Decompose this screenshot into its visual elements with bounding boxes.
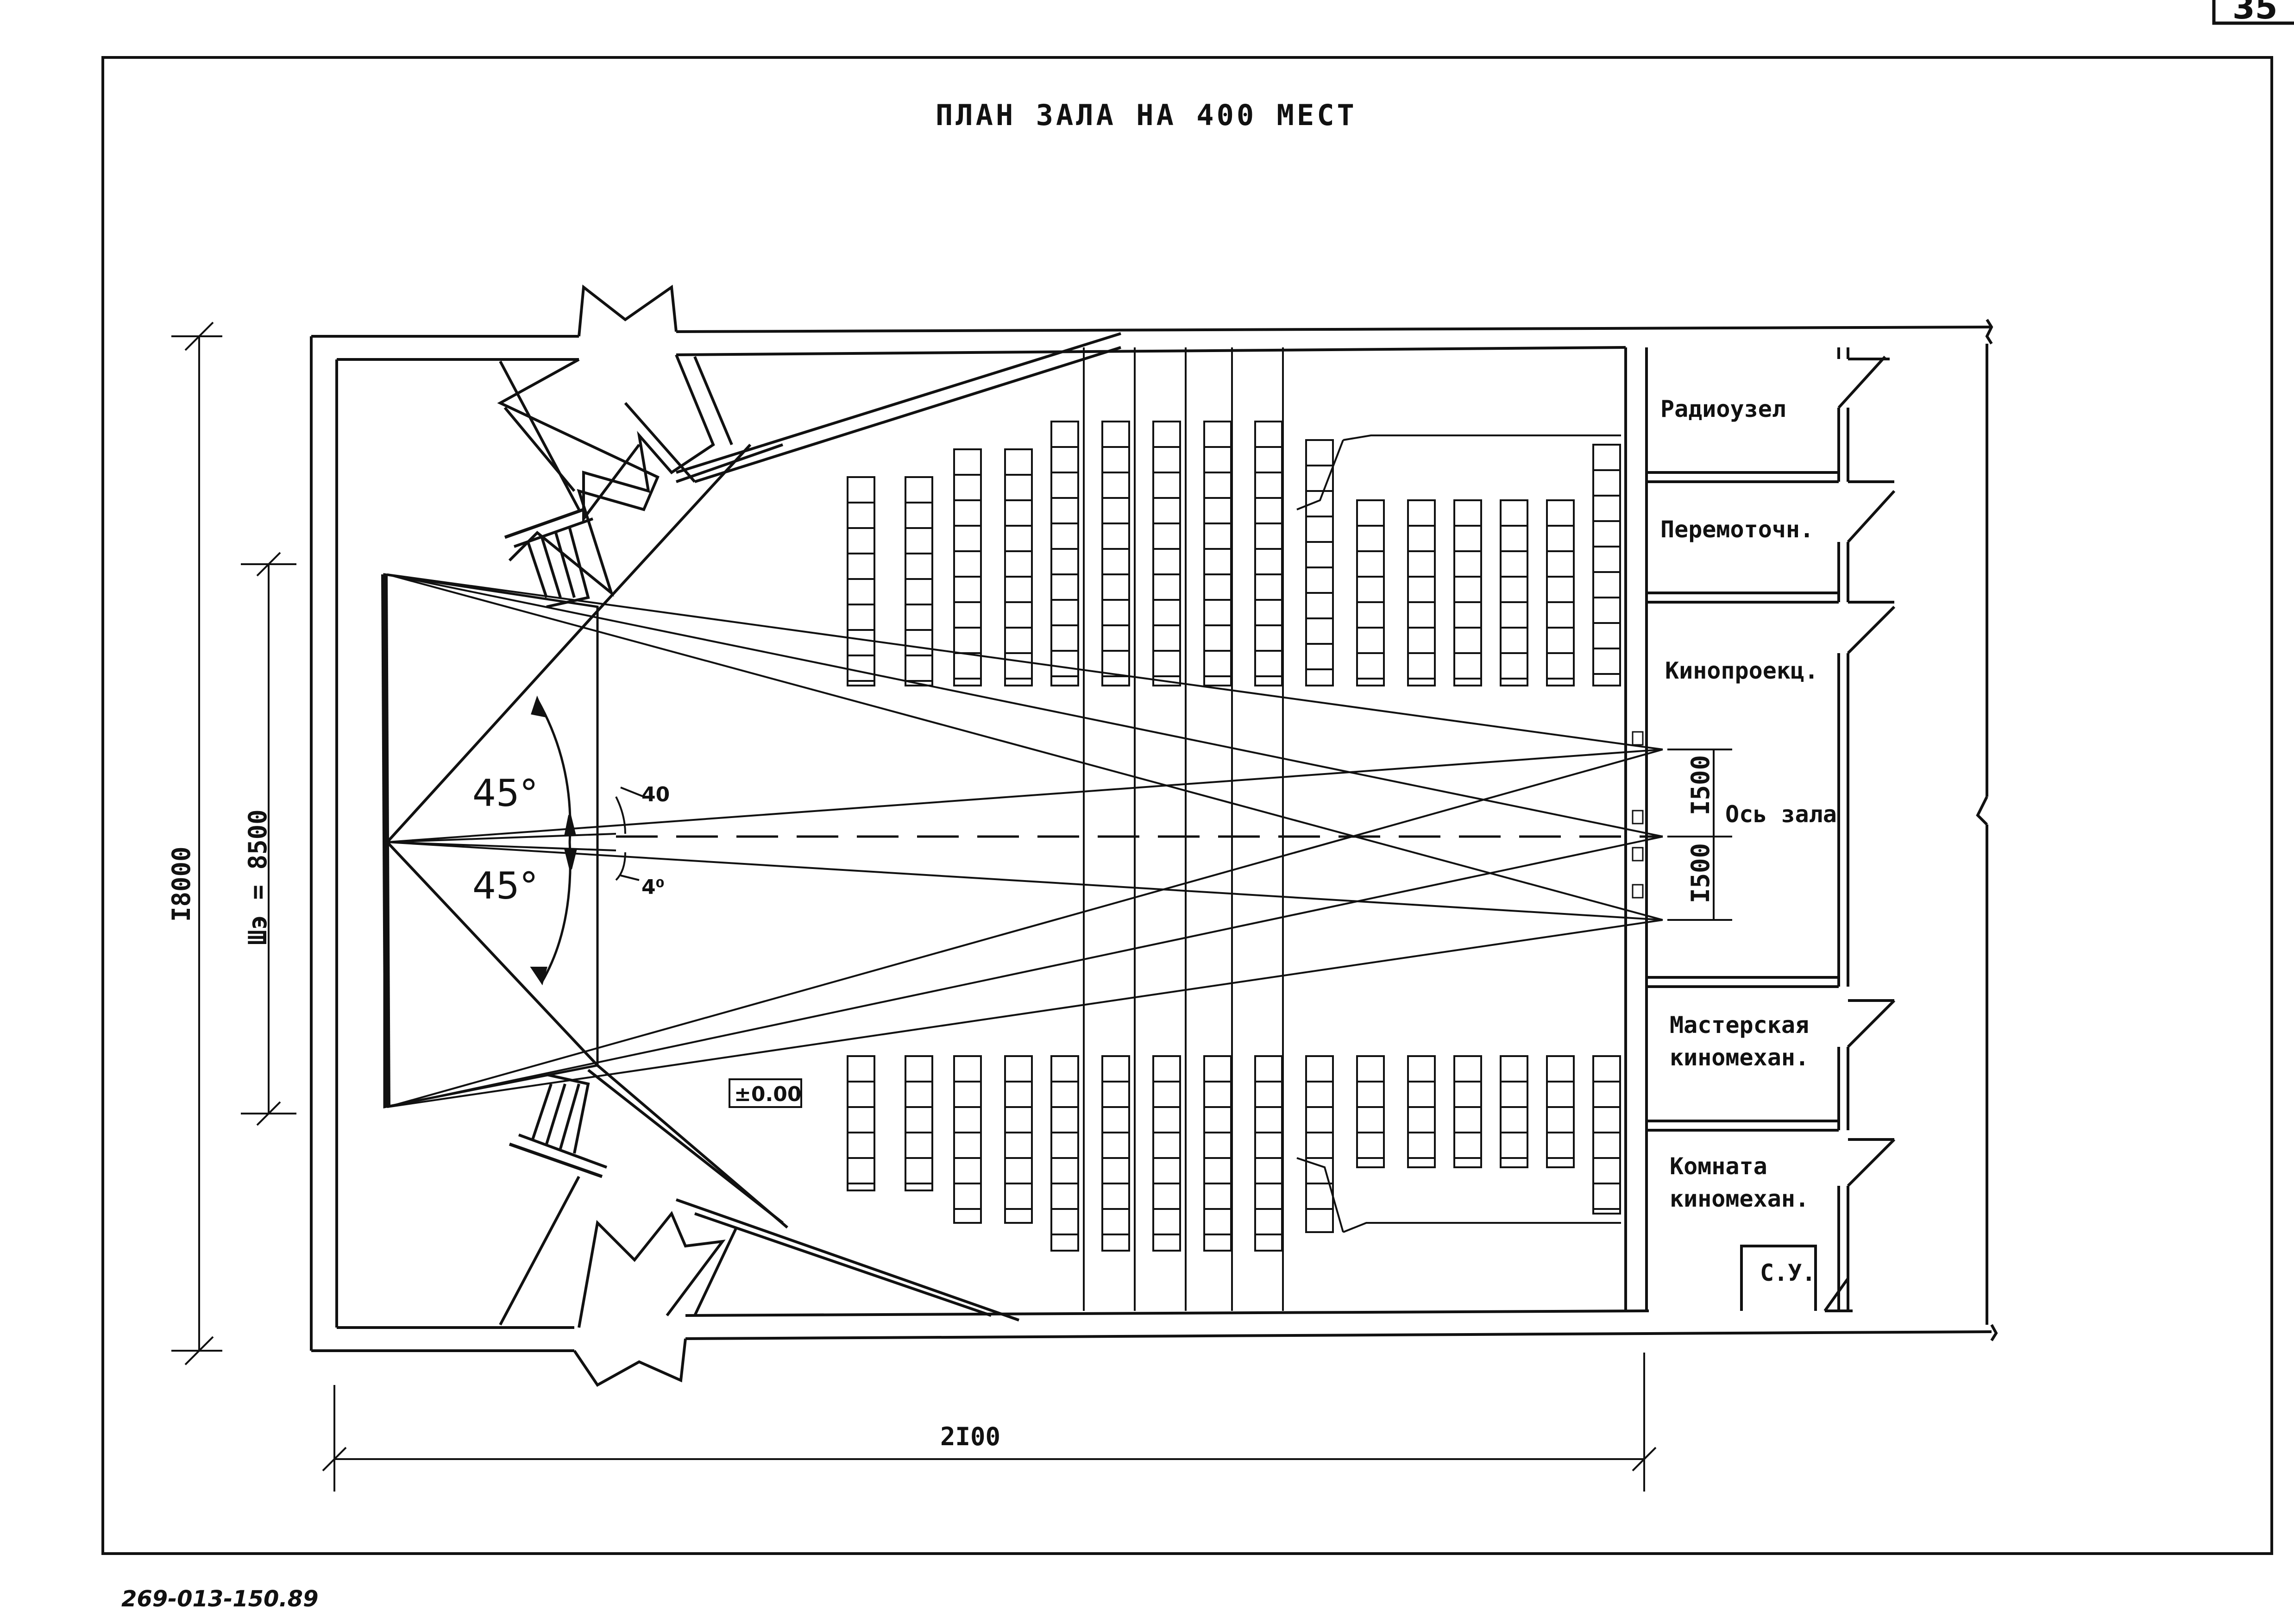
- seat-row: [1500, 499, 1528, 686]
- seat-row: [1152, 421, 1181, 686]
- seat-row: [847, 1055, 875, 1191]
- angle-small-lower: 4⁰: [641, 875, 665, 899]
- seat-row: [847, 476, 875, 686]
- room-radio: Радиоузел: [1660, 396, 1786, 422]
- angle-lower: 45°: [472, 864, 538, 907]
- seat-row: [1500, 1055, 1528, 1168]
- seat-row: [1004, 1055, 1033, 1224]
- seat-row: [1203, 1055, 1232, 1252]
- dim-port-upper: I500: [1686, 755, 1715, 815]
- floor-level-mark: ±0.00: [734, 1083, 801, 1106]
- drawing-frame: [101, 56, 2273, 1555]
- seat-row: [1152, 1055, 1181, 1252]
- seat-row: [953, 448, 982, 686]
- seat-row: [1356, 499, 1385, 686]
- dim-hall-axis: Ось зала: [1725, 801, 1837, 828]
- room-operator-line1: Комната: [1670, 1153, 1767, 1180]
- seat-row: [1546, 499, 1575, 686]
- room-workshop-line1: Мастерская: [1670, 1012, 1809, 1039]
- angle-upper: 45°: [472, 772, 538, 815]
- room-wc: С.У.: [1760, 1259, 1816, 1286]
- seat-row: [1203, 421, 1232, 686]
- dim-port-lower: I500: [1686, 843, 1715, 903]
- seat-row: [1101, 1055, 1130, 1252]
- seat-row: [1407, 499, 1436, 686]
- room-workshop-line2: киномехан.: [1670, 1044, 1809, 1071]
- seat-row: [905, 1055, 933, 1191]
- seat-row: [1101, 421, 1130, 686]
- seat-row: [1453, 1055, 1482, 1168]
- seat-row: [1592, 444, 1621, 686]
- seat-row: [1254, 1055, 1283, 1252]
- page-number: 35: [2232, 0, 2277, 26]
- seat-row: [1546, 1055, 1575, 1168]
- seat-row: [1305, 439, 1334, 686]
- seat-row: [1050, 421, 1079, 686]
- seat-row: [1453, 499, 1482, 686]
- seat-row: [1356, 1055, 1385, 1168]
- room-rewind: Перемоточн.: [1660, 516, 1814, 543]
- dim-screen-width: Шэ = 8500: [243, 809, 272, 945]
- seat-row: [953, 1055, 982, 1224]
- dim-overall-width: I8000: [167, 846, 196, 922]
- seat-row: [1254, 421, 1283, 686]
- seat-row: [1592, 1055, 1621, 1215]
- room-projection: Кинопроекц.: [1665, 657, 1818, 684]
- seat-row: [1050, 1055, 1079, 1252]
- room-operator-line2: киномехан.: [1670, 1185, 1809, 1212]
- dim-hall-length: 2I00: [940, 1422, 1000, 1451]
- seating-rows: [847, 347, 1621, 1311]
- seat-row: [1407, 1055, 1436, 1168]
- rear-block-outline: [1296, 434, 1621, 1233]
- angle-small-upper: 40: [641, 783, 670, 806]
- drawing-code: 269-013-150.89: [121, 1586, 318, 1612]
- drawing-title: ПЛАН ЗАЛА НА 400 МЕСТ: [936, 98, 1357, 132]
- seat-row: [1004, 448, 1033, 686]
- seat-row: [905, 476, 933, 686]
- seat-row: [1305, 1055, 1334, 1233]
